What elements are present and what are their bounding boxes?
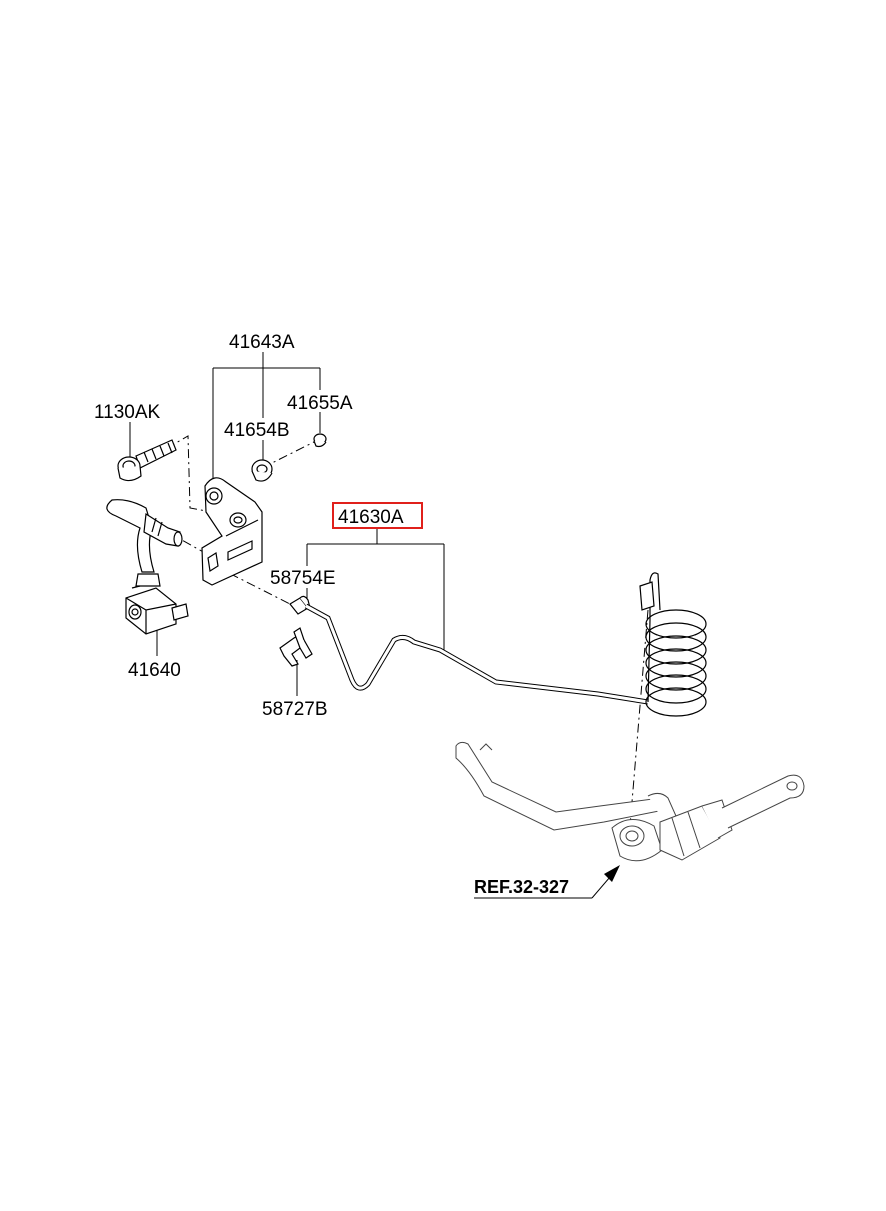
clip-58727b	[279, 627, 313, 667]
label-41630a[interactable]: 41630A	[338, 507, 404, 528]
label-41643a[interactable]: 41643A	[229, 332, 295, 353]
label-1130ak[interactable]: 1130AK	[94, 402, 161, 423]
reference-arrow	[474, 865, 620, 899]
label-41640[interactable]: 41640	[128, 660, 181, 681]
hose-connector-41640	[106, 499, 189, 635]
master-cylinder-reference	[455, 741, 805, 862]
reference-label[interactable]: REF.32-327	[474, 877, 569, 897]
tube-coil	[639, 572, 707, 717]
leader-lines	[129, 352, 445, 696]
tube-41630a	[304, 572, 707, 717]
label-58754e[interactable]: 58754E	[270, 568, 336, 589]
bracket-41643a	[201, 477, 263, 586]
washer-41654b	[251, 459, 273, 482]
label-41655a[interactable]: 41655A	[287, 393, 353, 414]
label-58727b[interactable]: 58727B	[262, 699, 328, 720]
bolt-1130ak	[117, 439, 177, 482]
label-41654b[interactable]: 41654B	[224, 420, 290, 441]
nut-41655a	[313, 433, 327, 448]
highlight-box-41630a	[332, 502, 423, 529]
